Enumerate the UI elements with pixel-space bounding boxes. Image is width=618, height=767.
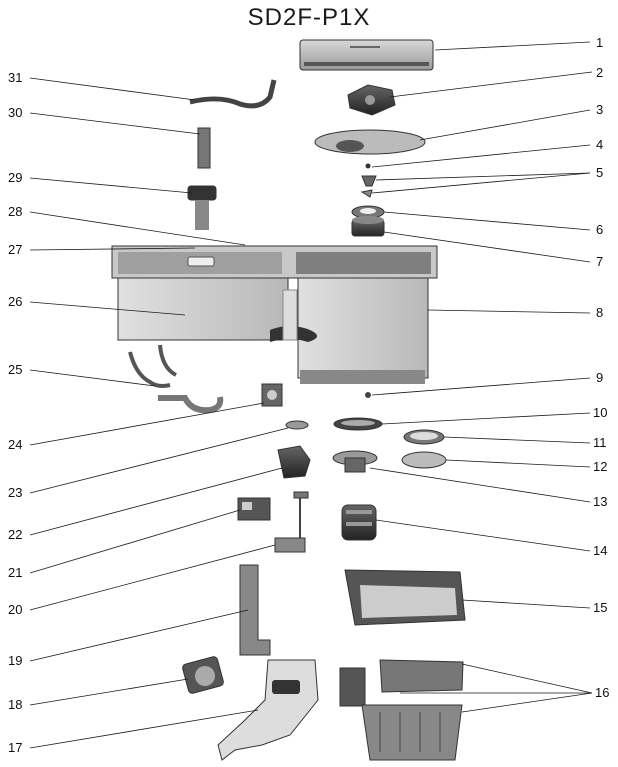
part-base-tray-upper <box>339 659 464 707</box>
part-dispenser <box>237 497 271 521</box>
callout-25: 25 <box>8 362 22 377</box>
callout-22: 22 <box>8 527 22 542</box>
part-air-duct <box>217 659 319 761</box>
callout-6: 6 <box>596 222 603 237</box>
callout-28: 28 <box>8 204 22 219</box>
part-drain-pump <box>277 445 311 479</box>
callout-10: 10 <box>593 405 607 420</box>
part-spray-arm-upper <box>347 84 396 116</box>
callout-5: 5 <box>596 165 603 180</box>
callout-27: 27 <box>8 242 22 257</box>
part-inlet-connector <box>197 127 211 169</box>
callout-4: 4 <box>596 137 603 152</box>
part-seal-ring <box>403 429 445 445</box>
part-nozzles <box>360 175 377 198</box>
callout-14: 14 <box>593 543 607 558</box>
leader-lines <box>29 41 593 749</box>
part-sump-cup <box>332 450 378 473</box>
callout-15: 15 <box>593 600 607 615</box>
callout-13: 13 <box>593 494 607 509</box>
part-control-panel <box>299 39 434 71</box>
callout-12: 12 <box>593 459 607 474</box>
part-ball <box>365 163 371 169</box>
callout-30: 30 <box>8 105 22 120</box>
callout-2: 2 <box>596 65 603 80</box>
part-water-inlet-fitting <box>187 185 217 230</box>
callout-numbers: 1 2 3 4 5 6 7 8 9 10 11 12 13 14 15 16 1… <box>8 35 609 755</box>
part-tub-left <box>117 277 289 341</box>
callout-3: 3 <box>596 102 603 117</box>
part-fan <box>182 656 224 694</box>
callout-19: 19 <box>8 653 22 668</box>
part-gasket <box>333 417 383 431</box>
callout-24: 24 <box>8 437 22 452</box>
callout-1: 1 <box>596 35 603 50</box>
callout-26: 26 <box>8 294 22 309</box>
callout-8: 8 <box>596 305 603 320</box>
part-tub-right <box>270 277 429 384</box>
callout-11: 11 <box>593 435 607 450</box>
part-hoses <box>128 344 224 414</box>
part-pump-housing <box>351 216 385 237</box>
callout-9: 9 <box>596 370 603 385</box>
part-base-tray-lower <box>361 704 463 761</box>
callout-29: 29 <box>8 170 22 185</box>
part-base-frame <box>344 569 466 626</box>
callout-17: 17 <box>8 740 22 755</box>
part-float-switch <box>274 491 309 553</box>
callout-31: 31 <box>8 70 22 85</box>
callout-7: 7 <box>596 254 603 269</box>
callout-16: 16 <box>595 685 609 700</box>
part-filter-plate <box>314 129 426 155</box>
callout-20: 20 <box>8 602 22 617</box>
callout-18: 18 <box>8 697 22 712</box>
part-heater-cover <box>401 451 447 469</box>
part-top-frame <box>111 245 438 279</box>
callout-21: 21 <box>8 565 22 580</box>
part-inlet-valve <box>261 383 283 407</box>
part-pump-seal <box>285 420 309 430</box>
callout-23: 23 <box>8 485 22 500</box>
part-motor-pump <box>341 504 377 541</box>
diagram-title: SD2F-P1X <box>247 4 371 31</box>
part-water-channel <box>239 564 271 656</box>
part-screw <box>365 392 371 398</box>
part-drain-hose <box>189 79 277 109</box>
